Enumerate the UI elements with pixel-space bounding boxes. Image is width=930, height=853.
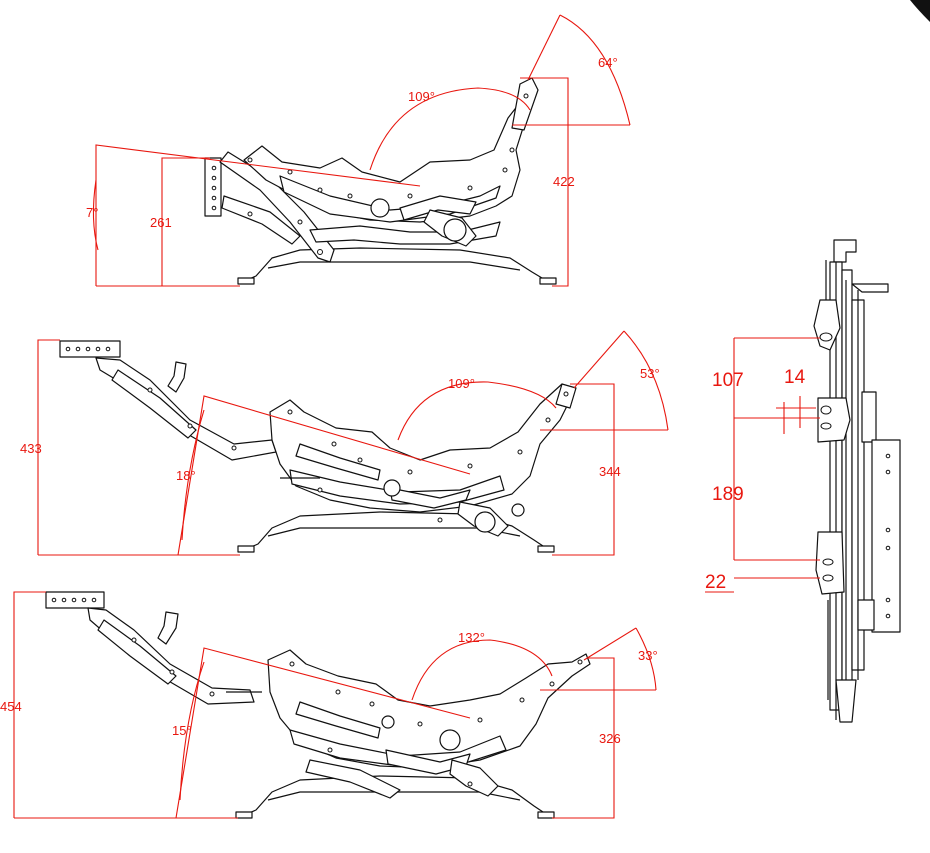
dimensions-top: 107 14 189 22 xyxy=(705,337,820,593)
label-back-angle: 33° xyxy=(638,648,658,663)
corner-mark xyxy=(910,0,930,22)
label-back-height: 344 xyxy=(599,464,621,479)
mechanism-top xyxy=(813,239,901,723)
label-seat-back-angle: 132° xyxy=(458,630,485,645)
dimensions-recline: 454 15° 132° 33° 326 xyxy=(0,591,658,819)
label-hole-spacing: 189 xyxy=(712,484,744,505)
label-overall-height: 454 xyxy=(0,699,22,714)
label-back-height: 326 xyxy=(599,731,621,746)
label-seat-back-angle: 109° xyxy=(408,89,435,104)
dimensions-closed: 7° 261 109° 64° 422 xyxy=(86,14,631,287)
label-footrest-height: 261 xyxy=(150,215,172,230)
label-seat-back-angle: 109° xyxy=(448,376,475,391)
label-back-angle: 53° xyxy=(640,366,660,381)
view-tv-position: 433 18° 109° 53° 344 xyxy=(20,330,669,556)
label-bottom-spacing: 22 xyxy=(705,572,726,593)
label-back-angle: 64° xyxy=(598,55,618,70)
mechanism-tv xyxy=(59,340,577,553)
view-full-recline: 454 15° 132° 33° 326 xyxy=(0,591,658,819)
view-closed: 7° 261 109° 64° 422 xyxy=(86,14,631,287)
mechanism-closed xyxy=(204,77,557,285)
dimensions-tv: 433 18° 109° 53° 344 xyxy=(20,330,669,556)
label-back-height: 422 xyxy=(553,174,575,189)
label-seat-tilt-angle: 18° xyxy=(176,468,196,483)
label-overall-height: 433 xyxy=(20,441,42,456)
label-top-spacing: 107 xyxy=(712,370,744,391)
label-seat-tilt-angle: 15° xyxy=(172,723,192,738)
label-seat-tilt-angle: 7° xyxy=(86,205,98,220)
mechanism-recline xyxy=(45,591,591,819)
label-slot-width: 14 xyxy=(784,367,806,388)
view-top: 107 14 189 22 xyxy=(705,239,901,723)
